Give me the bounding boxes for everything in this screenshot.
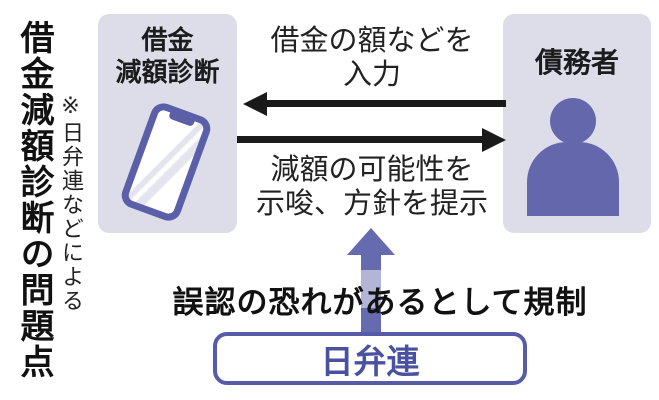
service-label-line2: 減額診断 (115, 57, 220, 87)
arrow-service-to-debtor (237, 136, 484, 143)
arrow-left-head-icon (243, 92, 267, 116)
flow-top-line1: 借金の額などを (270, 25, 474, 57)
regulation-up-arrow-shaft (361, 254, 381, 334)
debtor-label: 債務者 (534, 47, 619, 78)
arrow-debtor-to-service (262, 100, 506, 107)
flow-bottom-label: 減額の可能性を 示唆、方針を提示 (240, 153, 504, 221)
person-icon-body (527, 142, 619, 216)
service-label: 借金 減額診断 (98, 14, 237, 88)
diagram-title: 借金減額診断の問題点 (15, 20, 53, 380)
phone-notch (168, 111, 195, 127)
arrow-right-head-icon (482, 128, 506, 152)
regulation-label: 誤認の恐れがあるとして規制 (172, 285, 588, 320)
nichibenren-box: 日弁連 (213, 332, 527, 385)
flow-bottom-line1: 減額の可能性を (270, 154, 474, 186)
diagram-title-note: ※日弁連などによる (59, 94, 84, 313)
flow-top-label: 借金の額などを 入力 (252, 24, 492, 92)
flow-bottom-line2: 示唆、方針を提示 (255, 188, 488, 220)
person-icon (550, 98, 596, 144)
flow-top-line2: 入力 (342, 59, 401, 91)
nichibenren-label: 日弁連 (320, 342, 420, 380)
service-label-line1: 借金 (141, 25, 194, 55)
regulation-up-arrow-icon (347, 228, 395, 255)
